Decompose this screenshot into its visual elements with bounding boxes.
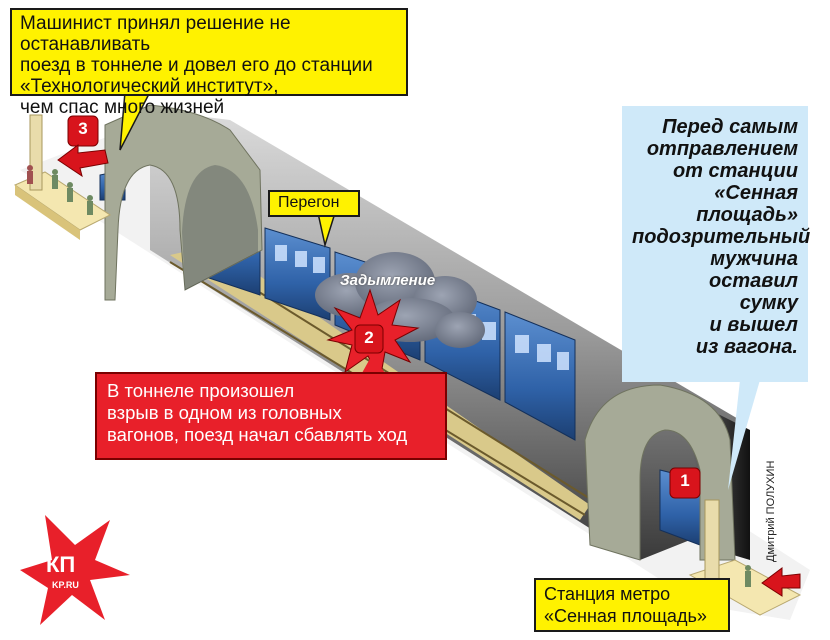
kp-logo: КП KP.RU: [20, 515, 130, 625]
badge-1: [669, 467, 701, 499]
station-arrow-icon: [761, 567, 801, 597]
peregon-label: Перегон: [268, 190, 360, 217]
smoke-label: Задымление: [340, 272, 436, 289]
badge-3: [67, 115, 99, 147]
red-callout-pointer: [362, 355, 385, 373]
author-credit: Дмитрий ПОЛУХИН: [765, 460, 777, 562]
blue-callout-pointer: [728, 380, 760, 490]
tunnel-portal-left: [104, 104, 263, 301]
suspect-callout: Перед самым отправлением от станции «Сен…: [622, 106, 810, 382]
badge-3-number: 3: [78, 119, 88, 138]
kp-logo-text: КП: [46, 552, 75, 577]
tunnel-portal-right: [584, 384, 736, 561]
direction-arrow-icon: [57, 144, 109, 178]
badge-2-number: 2: [364, 328, 374, 347]
badge-1-number: 1: [680, 471, 690, 490]
kp-logo-site: KP.RU: [52, 580, 79, 590]
station-callout: Станция метро «Сенная площадь»: [534, 578, 730, 632]
platform-right: [688, 499, 802, 616]
people: [27, 165, 751, 587]
top-callout: Машинист принял решение не останавливать…: [10, 8, 408, 118]
badge-2: [354, 324, 384, 354]
explosion-callout: В тоннеле произошел взрыв в одном из гол…: [95, 372, 447, 460]
